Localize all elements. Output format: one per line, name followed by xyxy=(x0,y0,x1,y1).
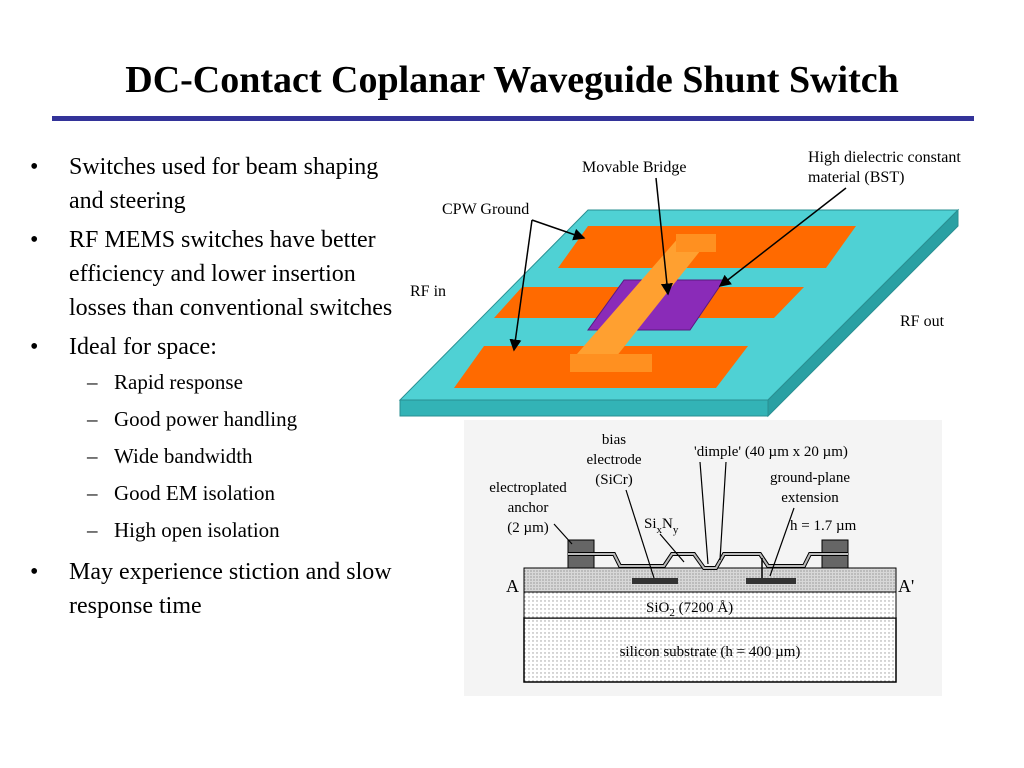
arrow-bridge xyxy=(655,177,673,296)
label-gp-1: ground-plane xyxy=(770,470,850,486)
bullet-text: Switches used for beam shaping and steer… xyxy=(69,154,379,214)
arrow-ground-top xyxy=(531,219,586,241)
sub-bullet-item: –Good EM isolation xyxy=(30,475,410,512)
sub-bullet-item: –Wide bandwidth xyxy=(30,438,410,475)
sub-bullet-item: –Good power handling xyxy=(30,401,410,438)
bullet-list: • Switches used for beam shaping and ste… xyxy=(30,150,410,628)
bias-electrode xyxy=(632,578,678,584)
leader-sixny xyxy=(659,533,685,563)
label-anchor-3: (2 µm) xyxy=(507,520,549,536)
arrow-bst xyxy=(718,187,847,287)
dash-glyph: – xyxy=(87,481,98,505)
sub-bullet-item: –Rapid response xyxy=(30,364,410,401)
label-bias-2: electrode xyxy=(587,452,642,468)
substrate-side xyxy=(767,208,959,418)
leader-gp xyxy=(769,507,795,577)
sub-bullet-text: High open isolation xyxy=(114,518,280,542)
label-movable-bridge: Movable Bridge xyxy=(582,159,686,176)
movable-bridge-anchor-bottom xyxy=(570,354,652,372)
dash-glyph: – xyxy=(87,518,98,542)
sub-bullet-text: Rapid response xyxy=(114,370,243,394)
label-sio2: SiO2 (7200 Å) xyxy=(646,600,733,619)
cpw-switch-3d-diagram: Movable Bridge High dielectric constant … xyxy=(398,149,961,418)
bullet-item: • May experience stiction and slow respo… xyxy=(30,555,410,623)
silicon-substrate xyxy=(523,617,897,683)
label-anchor-1: electroplated xyxy=(489,480,567,496)
label-cut-a: A xyxy=(506,576,519,596)
leader-dimple-2 xyxy=(719,461,727,561)
ground-plane-extension xyxy=(746,578,796,584)
movable-bridge-anchor-top xyxy=(676,234,716,252)
label-cut-a2: A' xyxy=(898,576,914,596)
bullet-text: Ideal for space: xyxy=(69,334,217,360)
sub-bullet-item: –High open isolation xyxy=(30,512,410,549)
leader-bias xyxy=(625,489,655,579)
label-bst-line2: material (BST) xyxy=(808,169,904,186)
leader-anchor xyxy=(553,523,573,545)
switch-cross-section-diagram: bias electrode (SiCr) 'dimple' (40 µm x … xyxy=(464,420,942,696)
title-divider xyxy=(52,116,974,121)
sub-bullet-text: Good EM isolation xyxy=(114,481,275,505)
label-bst-line1: High dielectric constant xyxy=(808,149,961,166)
label-gp-2: extension xyxy=(781,490,839,506)
leader-dimple-1 xyxy=(699,461,709,565)
label-cpw-ground: CPW Ground xyxy=(442,201,529,218)
arrow-ground-bottom xyxy=(509,219,533,352)
bullet-glyph: • xyxy=(30,227,39,253)
bullet-item: • RF MEMS switches have better efficienc… xyxy=(30,223,410,325)
label-anchor-2: anchor xyxy=(508,500,549,516)
label-dimple: 'dimple' (40 µm x 20 µm) xyxy=(694,444,848,460)
bullet-item: • Ideal for space: xyxy=(30,330,410,364)
bridge-membrane-inner xyxy=(568,553,848,569)
slide-title: DC-Contact Coplanar Waveguide Shunt Swit… xyxy=(125,59,899,101)
dash-glyph: – xyxy=(87,444,98,468)
label-rf-out: RF out xyxy=(900,313,945,330)
sub-bullet-text: Wide bandwidth xyxy=(114,444,253,468)
label-height: h = 1.7 µm xyxy=(790,518,857,534)
label-rf-in: RF in xyxy=(410,283,446,300)
label-bias-3: (SiCr) xyxy=(595,472,633,488)
dash-glyph: – xyxy=(87,407,98,431)
movable-bridge-top xyxy=(570,236,712,362)
dash-glyph: – xyxy=(87,370,98,394)
sio2-layer xyxy=(523,591,897,619)
bullet-glyph: • xyxy=(30,154,39,180)
bullet-text: RF MEMS switches have better efficiency … xyxy=(69,227,393,321)
base-layer xyxy=(523,567,897,593)
label-substrate: silicon substrate (h = 400 µm) xyxy=(620,644,801,660)
sub-bullet-text: Good power handling xyxy=(114,407,298,431)
bullet-glyph: • xyxy=(30,334,39,360)
label-bias-1: bias xyxy=(602,432,626,448)
bullet-item: • Switches used for beam shaping and ste… xyxy=(30,150,410,218)
substrate-front xyxy=(399,399,769,417)
label-sixny: SixNy xyxy=(644,516,679,536)
bullet-text: May experience stiction and slow respons… xyxy=(69,559,392,619)
bullet-glyph: • xyxy=(30,559,39,585)
